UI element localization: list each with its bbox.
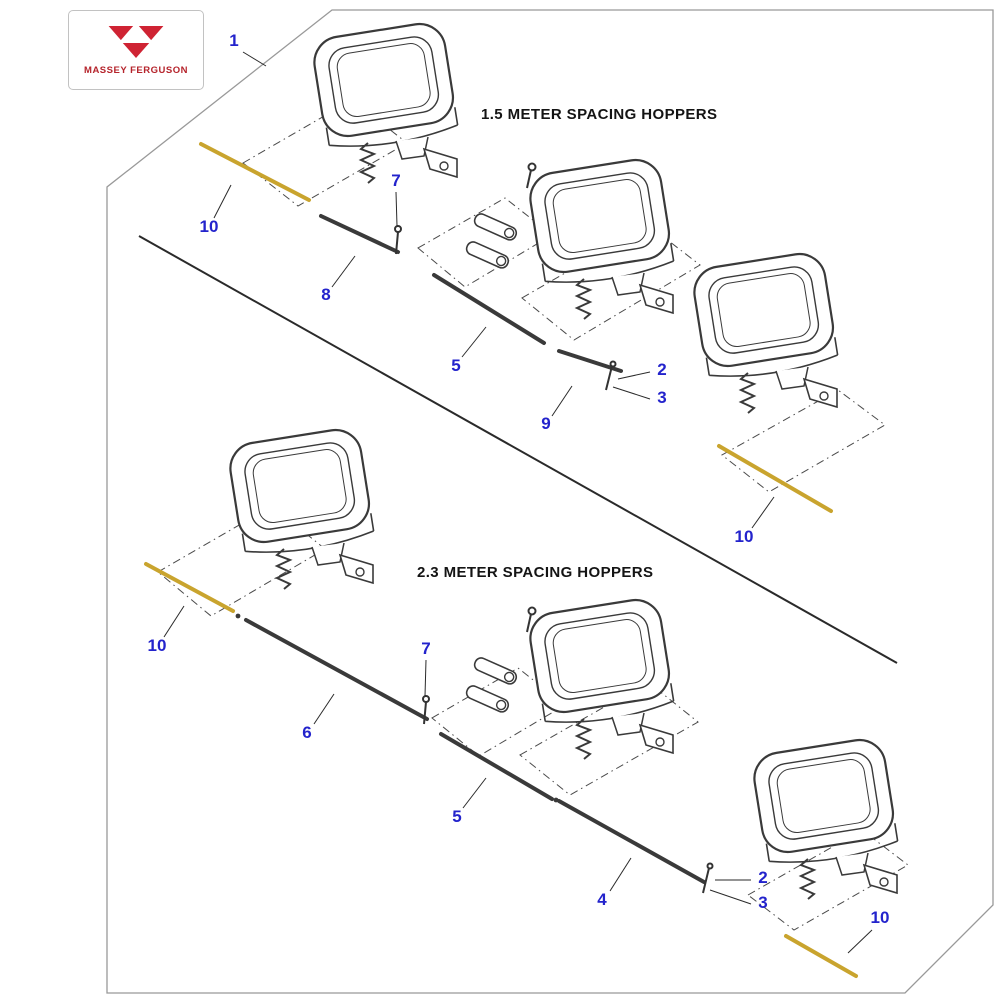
callout-7-bottom: 7 <box>421 639 430 658</box>
callout-1: 1 <box>229 31 238 50</box>
marker-rod-top-right <box>717 444 833 513</box>
leader-7-top <box>395 191 398 227</box>
coupler-1 <box>235 613 241 619</box>
latch-parts-top <box>463 211 519 271</box>
callout-4: 4 <box>597 890 607 909</box>
pin-2-3-bottom <box>702 862 714 894</box>
marker-rod-top-left <box>199 142 311 202</box>
callout-10-bottom-right: 10 <box>871 908 890 927</box>
rod-8 <box>319 214 400 254</box>
triple-triangle-icon <box>108 25 164 58</box>
rod-4 <box>557 799 706 884</box>
callout-3-bottom: 3 <box>758 893 767 912</box>
toolbar-line <box>138 235 898 664</box>
pin-7-top <box>394 225 402 255</box>
title-bottom-section: 2.3 METER SPACING HOPPERS <box>417 564 653 581</box>
hopper-top-right <box>689 249 840 415</box>
rod-6 <box>244 618 429 721</box>
bolt-bottom-middle <box>526 606 537 633</box>
platform-top-4 <box>721 389 886 493</box>
callout-2-bottom: 2 <box>758 868 767 887</box>
rod-5-bottom <box>439 732 554 801</box>
leader-2-top <box>617 371 651 380</box>
callout-5-top: 5 <box>451 356 460 375</box>
leader-1 <box>242 51 267 67</box>
massey-ferguson-logo: MASSEY FERGUSON <box>68 10 204 90</box>
leader-10-bottom-right <box>847 929 873 954</box>
marker-rod-bottom-right <box>784 934 858 978</box>
callout-8: 8 <box>321 285 330 304</box>
leader-5-top <box>461 326 487 358</box>
leader-5-bottom <box>462 777 487 809</box>
leader-10-top-right <box>751 496 775 529</box>
leader-3-top <box>612 386 651 400</box>
leader-3-bottom <box>709 889 752 905</box>
leader-6 <box>313 693 335 725</box>
title-top-section: 1.5 METER SPACING HOPPERS <box>481 106 717 123</box>
callout-7-top: 7 <box>391 171 400 190</box>
callout-10-bottom-left: 10 <box>148 636 167 655</box>
pin-7-bottom <box>422 695 430 725</box>
platform-top-3 <box>521 224 701 341</box>
pin-2-3-top <box>605 360 617 391</box>
coupler-2 <box>553 797 559 803</box>
rod-5-top <box>432 273 546 345</box>
callout-5-bottom: 5 <box>452 807 461 826</box>
bolt-top-middle <box>526 162 537 189</box>
callout-9: 9 <box>541 414 550 433</box>
hopper-top-left <box>309 19 460 185</box>
brand-text: MASSEY FERGUSON <box>84 64 188 76</box>
leader-10-top-left <box>213 184 232 219</box>
leader-4 <box>609 857 632 892</box>
hopper-bottom-left <box>225 425 376 591</box>
marker-rod-bottom-left <box>144 562 235 613</box>
leader-8 <box>331 255 356 288</box>
latch-parts-bottom <box>463 655 519 715</box>
platform-bottom-4 <box>747 829 909 931</box>
hopper-bottom-middle <box>525 595 676 761</box>
leader-10-bottom-left <box>163 605 185 638</box>
leader-7-bottom <box>424 659 427 697</box>
callout-10-top-right: 10 <box>735 527 754 546</box>
hopper-top-middle <box>525 155 676 321</box>
border-frame <box>106 9 994 994</box>
platform-bottom-3 <box>519 681 699 796</box>
callout-10-top-left: 10 <box>200 217 219 236</box>
callout-2-top: 2 <box>657 360 666 379</box>
callout-6: 6 <box>302 723 311 742</box>
leader-9 <box>551 385 573 417</box>
callout-3-top: 3 <box>657 388 666 407</box>
hopper-bottom-right <box>749 735 900 901</box>
